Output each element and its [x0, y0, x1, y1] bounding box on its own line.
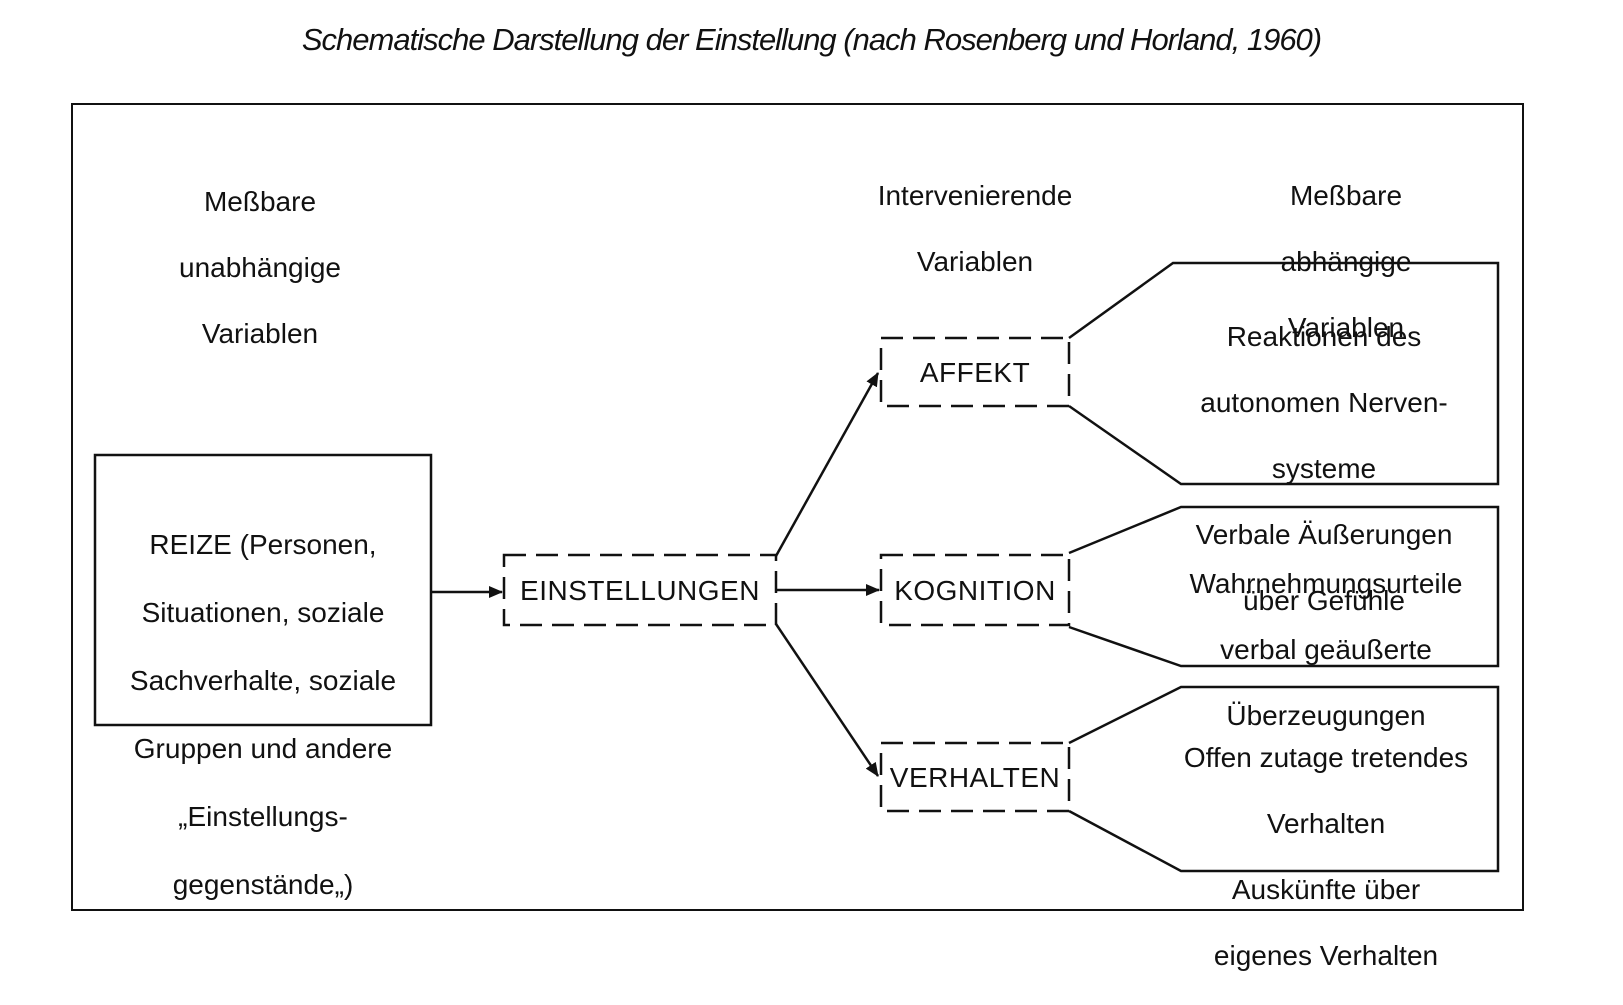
- kognition-label: KOGNITION: [894, 574, 1056, 606]
- heading-independent-variables: Meßbare unabhängige Variablen: [150, 152, 370, 383]
- heading-independent-line: unabhängige: [179, 252, 341, 283]
- heading-intervening-line: Variablen: [916, 246, 1034, 277]
- diagram-title: Schematische Darstellung der Einstellung…: [301, 22, 1322, 57]
- heading-intervening-line: Intervenierende: [877, 180, 1073, 211]
- stimulus-line: „Einstellungs-: [178, 801, 348, 832]
- heading-dependent-line: Variablen: [1287, 312, 1405, 343]
- verhalten-response-box: [1068, 685, 1500, 873]
- response-line: verbal geäußerte: [1220, 634, 1432, 665]
- affekt-response-box: [1068, 261, 1500, 486]
- verhalten-label: VERHALTEN: [889, 761, 1061, 793]
- response-line: über Gefühle: [1243, 585, 1405, 616]
- stimulus-text: REIZE (Personen, Situationen, soziale Sa…: [100, 494, 426, 936]
- response-line: Verbale Äußerungen: [1195, 519, 1453, 550]
- heading-dependent-line: abhängige: [1280, 246, 1412, 277]
- stimulus-line: Sachverhalte, soziale: [129, 665, 397, 696]
- stimulus-line: Gruppen und andere: [133, 733, 393, 764]
- heading-independent-line: Meßbare: [203, 186, 317, 217]
- response-line: Wahrnehmungsurteile: [1189, 568, 1463, 599]
- heading-intervening-variables: Intervenierende Variablen: [855, 146, 1095, 311]
- stimulus-line: REIZE (Personen,: [149, 529, 377, 560]
- response-line: Auskünfte über: [1231, 874, 1421, 905]
- heading-independent-line: Variablen: [201, 318, 319, 349]
- affekt-responses: Reaktionen des autonomen Nerven- systeme…: [1160, 287, 1488, 650]
- response-line: Offen zutage tretendes: [1183, 742, 1469, 773]
- verhalten-responses: Offen zutage tretendes Verhalten Auskünf…: [1158, 708, 1494, 1005]
- kognition-response-box: [1068, 505, 1500, 668]
- stimulus-box: [93, 453, 433, 727]
- response-line: Überzeugungen: [1226, 700, 1426, 731]
- response-line: Verhalten: [1266, 808, 1386, 839]
- connector-lines: [93, 261, 1500, 873]
- response-line: systeme: [1271, 453, 1377, 484]
- response-line: eigenes Verhalten: [1213, 940, 1439, 971]
- stimulus-line: Situationen, soziale: [141, 597, 385, 628]
- arrow-to-affekt: [774, 372, 880, 557]
- kognition-node: [879, 553, 1071, 627]
- kognition-responses: Wahrnehmungsurteile verbal geäußerte Übe…: [1156, 534, 1496, 765]
- arrow-to-verhalten: [774, 623, 880, 777]
- affekt-label: AFFEKT: [919, 356, 1031, 388]
- einstellungen-label: EINSTELLUNGEN: [520, 574, 760, 606]
- heading-dependent-line: Meßbare: [1289, 180, 1403, 211]
- diagram-frame: [71, 103, 1524, 911]
- response-line: Reaktionen des: [1226, 321, 1422, 352]
- stimulus-line: gegenstände„): [172, 869, 354, 900]
- response-line: autonomen Nerven-: [1200, 387, 1448, 418]
- heading-dependent-variables: Meßbare abhängige Variablen: [1236, 146, 1456, 377]
